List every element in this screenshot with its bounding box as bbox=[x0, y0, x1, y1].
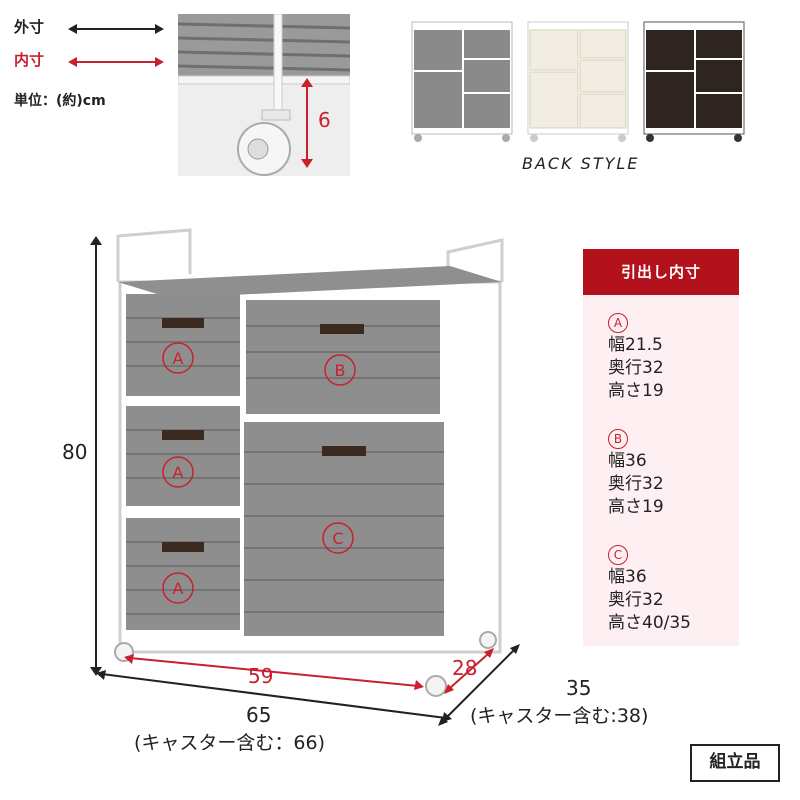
drawer-a-middle bbox=[126, 406, 240, 506]
drawer-a-top-label: A bbox=[173, 349, 184, 368]
depth-outer-label: 35 bbox=[566, 676, 592, 700]
spec-b: B 幅36 奥行32 高さ19 bbox=[608, 427, 664, 519]
drawer-c-label: C bbox=[332, 529, 343, 548]
spec-b-depth: 奥行32 bbox=[608, 474, 664, 494]
outer-legend: 外寸 bbox=[14, 16, 44, 37]
drawer-a-bottom-label: A bbox=[173, 579, 184, 598]
spec-a-mark: A bbox=[608, 313, 628, 333]
spec-a-depth: 奥行32 bbox=[608, 358, 664, 378]
caster-height-label: 6 bbox=[318, 108, 331, 132]
width-outer-note: (キャスター含む：66) bbox=[134, 732, 326, 754]
back-style-gray-thumbnail bbox=[411, 21, 513, 142]
height-label: 80 bbox=[62, 440, 88, 464]
depth-inner-arrow-icon bbox=[444, 648, 494, 694]
spec-c: C 幅36 奥行32 高さ40/35 bbox=[608, 543, 691, 635]
drawer-b-label: B bbox=[335, 361, 346, 380]
spec-c-depth: 奥行32 bbox=[608, 590, 664, 610]
depth-outer-note: (キャスター含む:38) bbox=[470, 705, 649, 727]
spec-b-width: 幅36 bbox=[608, 451, 647, 471]
unit-label: 単位：(約)cm bbox=[14, 93, 106, 109]
product-illustration: A A A B C bbox=[114, 228, 504, 697]
spec-c-width: 幅36 bbox=[608, 567, 647, 587]
drawer-a-top bbox=[126, 294, 240, 396]
spec-a-width: 幅21.5 bbox=[608, 335, 663, 355]
inner-arrow-icon bbox=[68, 57, 164, 67]
spec-a-height: 高さ19 bbox=[608, 381, 664, 401]
back-style-brown-thumbnail bbox=[643, 21, 745, 142]
back-style-white-thumbnail bbox=[527, 21, 629, 142]
height-arrow-icon bbox=[90, 236, 102, 676]
depth-outer-arrow-icon bbox=[438, 644, 520, 726]
caster-height-arrow-icon bbox=[301, 78, 313, 168]
drawer-inner-size-panel: 引出し内寸 A 幅21.5 奥行32 高さ19 B 幅36 奥行32 高さ19 … bbox=[583, 249, 739, 646]
outer-legend-label: 外寸 bbox=[14, 18, 45, 36]
spec-c-height: 高さ40/35 bbox=[608, 613, 691, 633]
depth-inner-label: 28 bbox=[452, 656, 478, 680]
outer-arrow-icon bbox=[68, 24, 164, 34]
back-style-label: BACK STYLE bbox=[522, 154, 640, 173]
drawer-b bbox=[246, 300, 440, 414]
caster-closeup-photo bbox=[178, 14, 350, 176]
spec-b-mark: B bbox=[608, 429, 628, 449]
spec-c-mark: C bbox=[608, 545, 628, 565]
spec-a: A 幅21.5 奥行32 高さ19 bbox=[608, 311, 664, 403]
panel-title: 引出し内寸 bbox=[583, 249, 739, 295]
drawer-a-middle-label: A bbox=[173, 463, 184, 482]
width-inner-arrow-icon bbox=[124, 654, 424, 690]
drawer-c bbox=[244, 422, 444, 636]
spec-b-height: 高さ19 bbox=[608, 497, 664, 517]
width-inner-label: 59 bbox=[248, 664, 274, 688]
width-outer-label: 65 bbox=[246, 703, 272, 727]
assembly-badge: 組立品 bbox=[690, 744, 780, 782]
inner-legend-label: 内寸 bbox=[14, 51, 45, 69]
inner-legend: 内寸 bbox=[14, 49, 44, 70]
